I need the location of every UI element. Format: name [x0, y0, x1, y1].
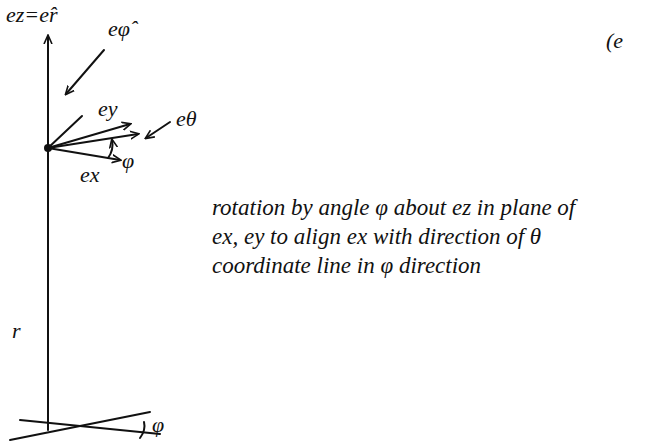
vector-label: ey: [98, 96, 118, 121]
ex-vector: [48, 148, 120, 160]
ground-line: [20, 420, 160, 434]
r-axis-line: [47, 150, 49, 430]
ephi-pointer: [66, 50, 104, 94]
note-text: rotation by angle φ about ez in plane of…: [212, 194, 592, 280]
ez-vector: [47, 36, 49, 148]
cut-off-text: (e: [606, 28, 623, 53]
ephi-stub: [48, 116, 82, 148]
origin-dot: [44, 144, 52, 152]
angle-label: φ: [152, 412, 164, 437]
vector-label: ez=er̂: [6, 2, 58, 27]
length-label: r: [12, 318, 21, 343]
angle-label: φ: [122, 148, 134, 173]
vector-label: eφ̂: [108, 16, 130, 41]
vector-label: eθ: [176, 106, 197, 131]
angle-arc: [108, 140, 113, 158]
vector-label: ex: [80, 162, 100, 187]
etheta-pointer: [146, 122, 170, 138]
angle-arc: [140, 422, 145, 438]
